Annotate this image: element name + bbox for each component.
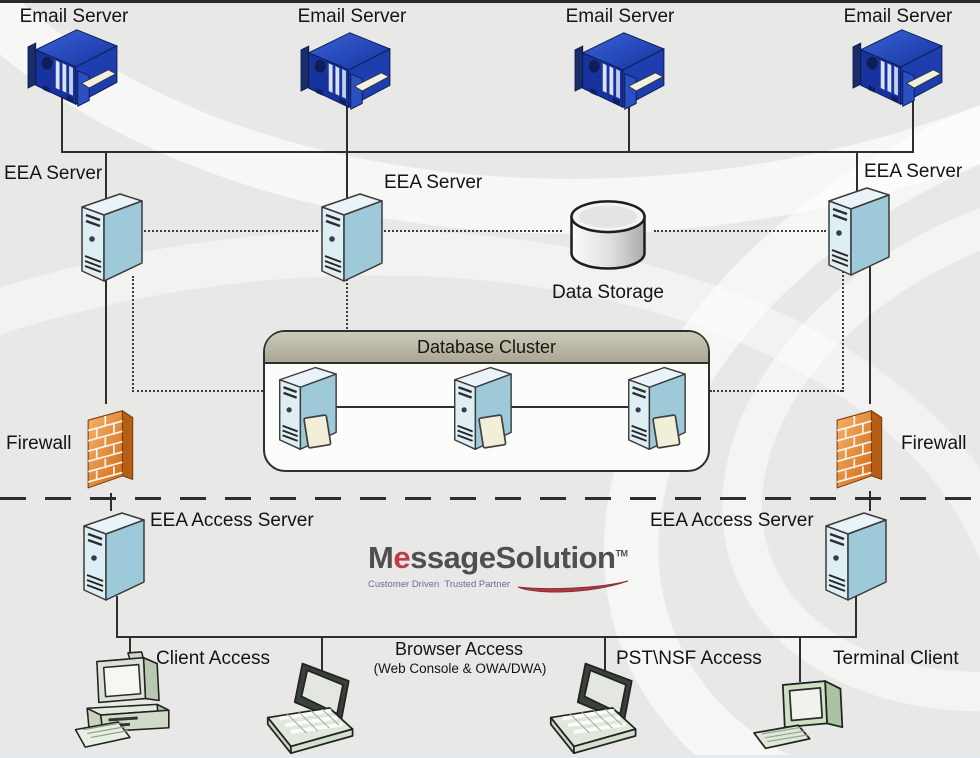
- top-network-bus: [61, 151, 914, 153]
- connector-eea1-firewall1: [105, 272, 107, 404]
- database-node-icon: [274, 360, 340, 454]
- email-server-icon: [27, 29, 118, 107]
- eea-server-icon: [80, 192, 144, 283]
- connector-bus-laptop1: [321, 636, 323, 672]
- dotted-link-eea3-cluster-h: [710, 390, 842, 392]
- data-storage-icon: [570, 200, 646, 270]
- firewall-label: Firewall: [6, 433, 72, 454]
- logo-swoosh-icon: [517, 580, 629, 593]
- dotted-link-storage-eea3: [654, 230, 826, 232]
- connector-email1-bus: [61, 94, 63, 152]
- terminal-client-label: Terminal Client: [833, 648, 959, 669]
- firewall-icon: [87, 409, 134, 489]
- browser-access-sublabel: (Web Console & OWA/DWA): [373, 661, 547, 676]
- dotted-link-eea3-cluster-v: [842, 268, 844, 392]
- logo-tagline: Customer Driven Trusted Partner: [368, 579, 511, 590]
- connector-firewall1-access1: [110, 493, 112, 511]
- database-cluster-title: Database Cluster: [265, 332, 708, 364]
- dotted-link-eea2-cluster: [346, 276, 348, 332]
- eea-server-icon: [320, 192, 384, 283]
- eea-server-label: EEA Server: [864, 161, 963, 182]
- database-node-icon: [449, 360, 515, 454]
- connector-firewall2-access2: [869, 491, 871, 511]
- data-storage-label: Data Storage: [552, 282, 664, 303]
- dotted-link-eea2-storage: [384, 230, 562, 232]
- dotted-link-eea1-cluster-h: [132, 390, 263, 392]
- eea-access-server-label: EEA Access Server: [650, 510, 814, 531]
- email-server-icon: [300, 32, 391, 110]
- trademark-symbol: TM: [615, 548, 628, 559]
- pst-nsf-access-label: PST\NSF Access: [616, 648, 762, 669]
- logo-wordmark: MessageSolutionTM: [368, 540, 634, 576]
- dmz-boundary-dashed-line: [0, 497, 980, 500]
- connector-bus-eea3: [856, 152, 858, 200]
- eea-access-server-label: EEA Access Server: [150, 510, 314, 531]
- connector-bus-terminal: [799, 636, 801, 682]
- database-node-icon: [623, 360, 689, 454]
- eea-server-label: EEA Server: [4, 163, 103, 184]
- logo-letter-e: e: [393, 540, 411, 575]
- database-cluster-box: Database Cluster: [263, 330, 710, 472]
- connector-email2-bus: [346, 104, 348, 152]
- email-server-label: Email Server: [843, 6, 953, 27]
- eea-server-label: EEA Server: [384, 172, 483, 193]
- browser-access-label: Browser Access: [394, 639, 524, 659]
- email-server-icon: [574, 32, 665, 110]
- firewall-label: Firewall: [901, 433, 967, 454]
- connector-bus-eea1: [105, 152, 107, 205]
- logo-letter-m: M: [368, 540, 394, 575]
- email-server-label: Email Server: [19, 6, 129, 27]
- email-server-label: Email Server: [565, 6, 675, 27]
- email-server-label: Email Server: [297, 6, 407, 27]
- eea-access-server-icon: [824, 511, 888, 602]
- connector-email4-bus: [912, 98, 914, 152]
- messagesolution-logo: MessageSolutionTM Customer Driven Truste…: [368, 540, 634, 593]
- connector-bus-eea2: [346, 152, 348, 205]
- email-server-icon: [852, 29, 943, 107]
- bottom-client-bus: [116, 636, 857, 638]
- dotted-link-eea1-eea2: [144, 230, 318, 232]
- connector-email3-bus: [628, 104, 630, 152]
- connector-access2-bus: [855, 596, 857, 637]
- firewall-icon: [836, 409, 883, 489]
- eea-access-server-icon: [82, 511, 146, 602]
- connector-access1-bus: [116, 596, 118, 637]
- eea-server-icon: [827, 186, 891, 277]
- connector-bus-laptop2: [604, 636, 606, 672]
- terminal-crt-icon: [753, 680, 844, 750]
- top-border: [0, 0, 980, 3]
- bottom-border: [0, 755, 980, 758]
- logo-word-rest: ssageSolution: [410, 540, 616, 575]
- dotted-link-eea1-cluster-v: [132, 276, 134, 392]
- client-access-label: Client Access: [156, 648, 271, 669]
- connector-eea3-firewall2: [869, 262, 871, 404]
